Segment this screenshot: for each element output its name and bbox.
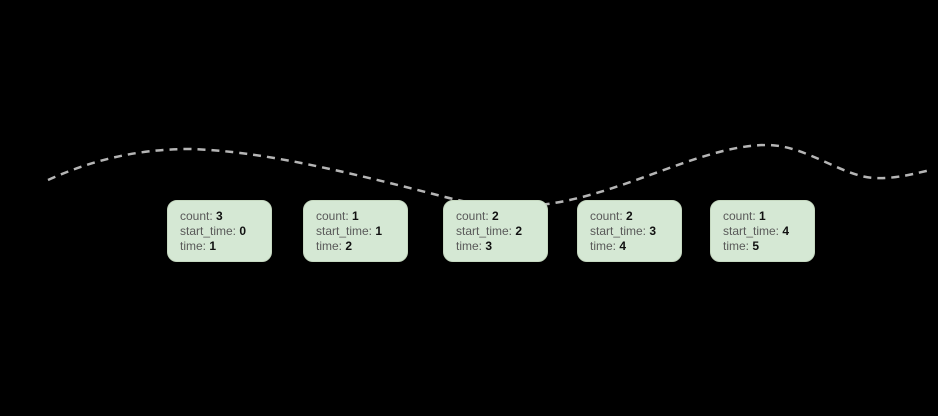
time-row: time: 4 xyxy=(590,239,677,254)
time-value: 2 xyxy=(345,238,353,253)
start-time-row: start_time: 4 xyxy=(723,224,810,239)
start-time-label: start_time: xyxy=(723,223,780,238)
time-row: time: 5 xyxy=(723,239,810,254)
start-time-label: start_time: xyxy=(590,223,647,238)
count-value: 1 xyxy=(759,208,766,223)
start-time-row: start_time: 3 xyxy=(590,224,677,239)
start-time-value: 0 xyxy=(239,223,247,238)
time-value: 3 xyxy=(485,238,493,253)
time-label: time: xyxy=(316,238,343,253)
time-value: 4 xyxy=(619,238,627,253)
time-row: time: 2 xyxy=(316,239,403,254)
start-time-value: 1 xyxy=(375,223,383,238)
count-row: count: 1 xyxy=(723,209,810,224)
start-time-row: start_time: 0 xyxy=(180,224,267,239)
start-time-label: start_time: xyxy=(180,223,237,238)
count-row: count: 3 xyxy=(180,209,267,224)
start-time-label: start_time: xyxy=(456,223,513,238)
start-time-value: 4 xyxy=(782,223,790,238)
window-box-5: count: 1 start_time: 4 time: 5 xyxy=(710,200,815,262)
window-box-1: count: 3 start_time: 0 time: 1 xyxy=(167,200,272,262)
time-value: 5 xyxy=(752,238,760,253)
count-value: 1 xyxy=(352,208,359,223)
window-box-4: count: 2 start_time: 3 time: 4 xyxy=(577,200,682,262)
count-value: 2 xyxy=(492,208,499,223)
count-label: count: xyxy=(723,208,756,223)
count-row: count: 2 xyxy=(590,209,677,224)
count-value: 2 xyxy=(626,208,633,223)
time-label: time: xyxy=(180,238,207,253)
time-label: time: xyxy=(456,238,483,253)
count-row: count: 1 xyxy=(316,209,403,224)
start-time-label: start_time: xyxy=(316,223,373,238)
count-label: count: xyxy=(456,208,489,223)
count-value: 3 xyxy=(216,208,223,223)
start-time-row: start_time: 1 xyxy=(316,224,403,239)
dashed-curve-path xyxy=(47,143,932,208)
time-row: time: 3 xyxy=(456,239,543,254)
start-time-value: 3 xyxy=(649,223,657,238)
window-box-2: count: 1 start_time: 1 time: 2 xyxy=(303,200,408,262)
time-value: 1 xyxy=(209,238,217,253)
start-time-row: start_time: 2 xyxy=(456,224,543,239)
count-label: count: xyxy=(180,208,213,223)
count-label: count: xyxy=(590,208,623,223)
start-time-value: 2 xyxy=(515,223,523,238)
time-label: time: xyxy=(590,238,617,253)
count-row: count: 2 xyxy=(456,209,543,224)
count-label: count: xyxy=(316,208,349,223)
time-label: time: xyxy=(723,238,750,253)
time-row: time: 1 xyxy=(180,239,267,254)
window-box-3: count: 2 start_time: 2 time: 3 xyxy=(443,200,548,262)
